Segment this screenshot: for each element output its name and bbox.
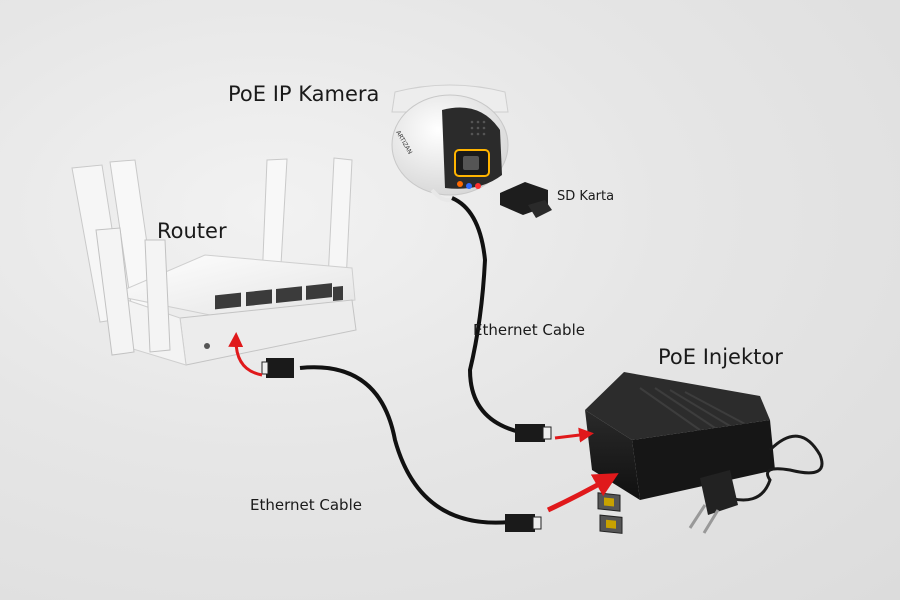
router-antenna: [144, 239, 171, 353]
arrow-camera-to-injector: [554, 427, 594, 443]
poe-injector: [585, 372, 824, 534]
sd-card-label: SD Karta: [557, 189, 615, 204]
router: [71, 157, 357, 366]
router-label: Router: [157, 219, 227, 243]
rj45-connector: [505, 514, 542, 532]
arrow-to-router-port: [228, 332, 263, 377]
poe-ip-camera: ARTIZAN: [391, 84, 509, 203]
ethernet-cable-router: [299, 365, 511, 525]
ethernet-cable-router-label: Ethernet Cable: [250, 496, 362, 514]
arrow-router-to-injector: [546, 473, 619, 513]
router-antenna: [95, 227, 135, 356]
router-antenna: [327, 157, 353, 283]
poe-injector-label: PoE Injektor: [658, 345, 783, 369]
rj45-connector: [515, 424, 552, 442]
ethernet-cable-camera: [451, 196, 521, 434]
ethernet-cable-camera-label: Ethernet Cable: [473, 321, 585, 339]
camera-label: PoE IP Kamera: [228, 82, 380, 106]
rj45-connector: [261, 358, 294, 378]
sd-card: [500, 182, 552, 218]
